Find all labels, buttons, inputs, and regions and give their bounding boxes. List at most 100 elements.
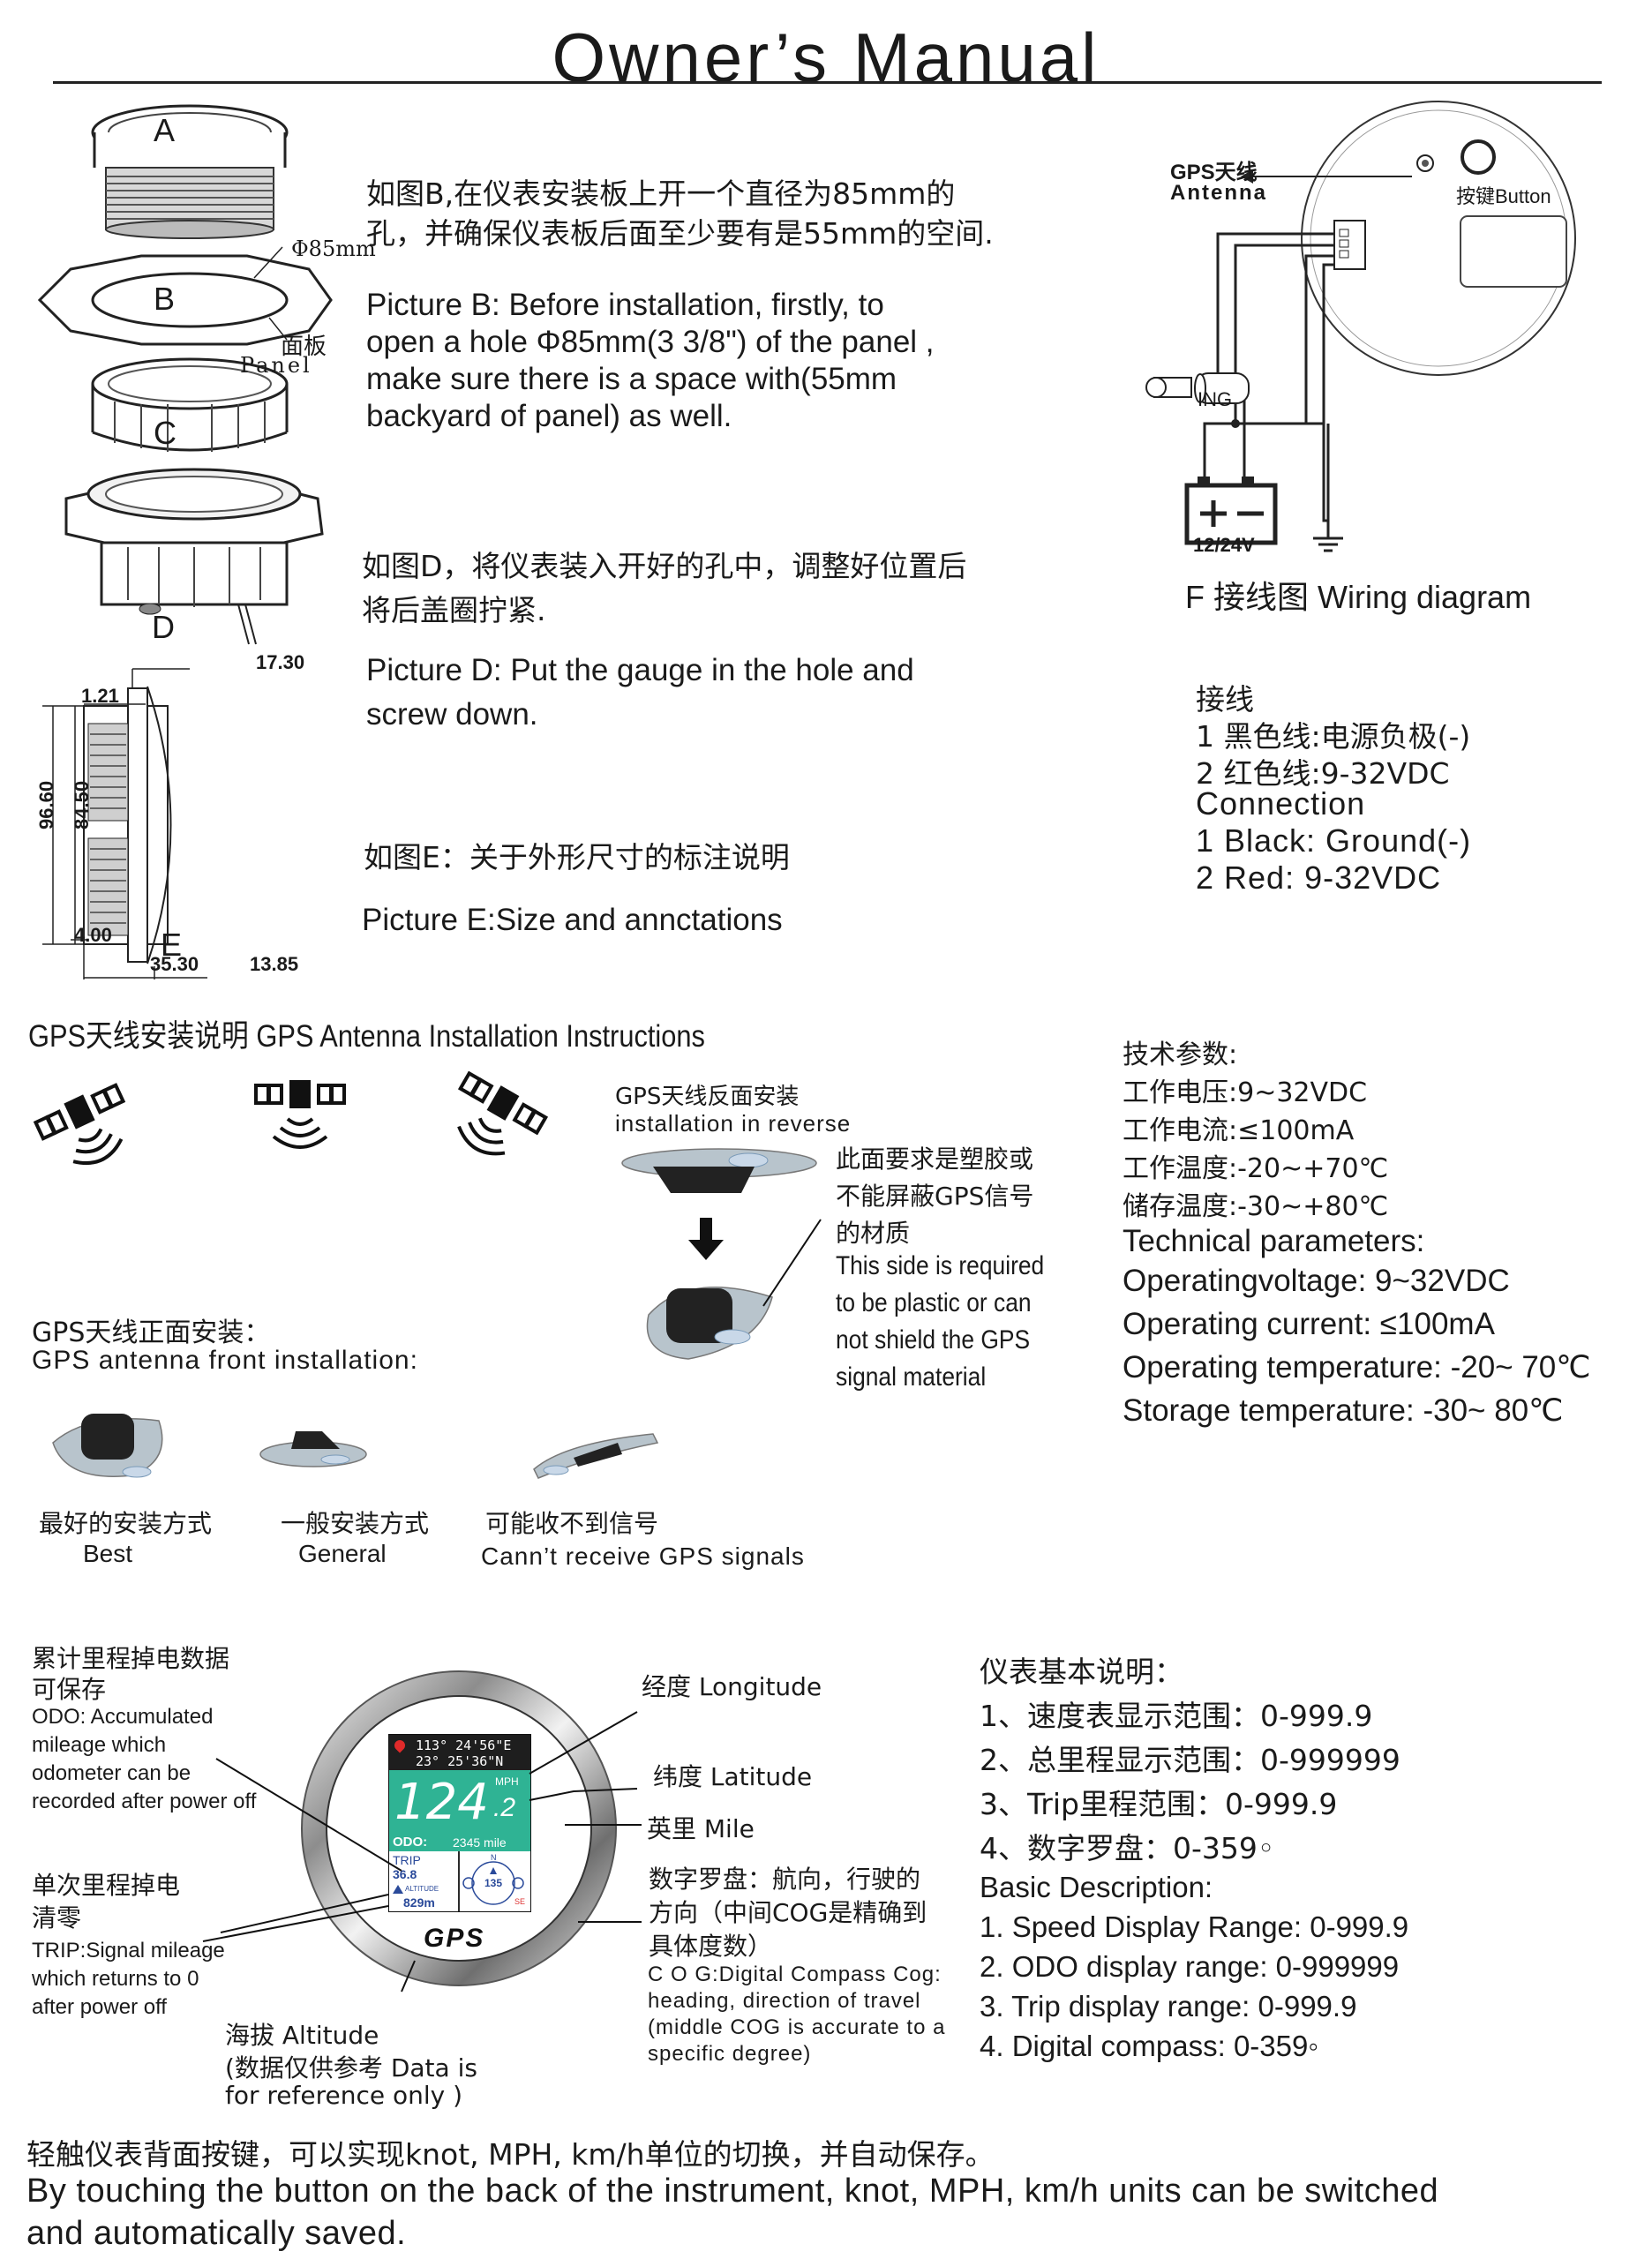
label-panel-en: Panel bbox=[240, 353, 312, 378]
compass-callout-en-1: C O G:Digital Compass Cog: bbox=[648, 1963, 942, 1986]
best-en: Best bbox=[83, 1540, 133, 1567]
picture-d-cn-1: 如图D，将仪表装入开好的孔中，调整好位置后 bbox=[362, 549, 967, 583]
connection-cn-1: 1 黑色线:电源负极(-) bbox=[1196, 719, 1471, 754]
note-cn-1: 此面要求是塑胶或 bbox=[836, 1145, 1034, 1174]
gauge-altitude-value: 829m bbox=[403, 1895, 435, 1910]
antenna-best bbox=[52, 1414, 163, 1478]
gauge-brand-logo: GPS bbox=[424, 1924, 485, 1953]
trip-callout-cn-2: 清零 bbox=[32, 1903, 82, 1933]
wiring-voltage: 12/24V bbox=[1193, 534, 1255, 556]
gauge-trip-value: 36.8 bbox=[393, 1867, 417, 1881]
picture-d-en-1: Picture D: Put the gauge in the hole and bbox=[366, 653, 914, 687]
wiring-diagram bbox=[1145, 101, 1576, 552]
odo-callout-en-2: mileage which bbox=[32, 1733, 167, 1757]
basic-cn-3: 3、Trip里程范围：0-999.9 bbox=[980, 1787, 1338, 1821]
tech-en-4: Storage temperature: -30~ 80℃ bbox=[1123, 1393, 1564, 1428]
mountain-icon bbox=[393, 1885, 403, 1894]
note-en-2: to be plastic or can bbox=[836, 1288, 1032, 1317]
basic-en-title: Basic Description: bbox=[980, 1871, 1213, 1903]
connection-en-1: 1 Black: Ground(-) bbox=[1196, 822, 1472, 859]
compass-icon bbox=[462, 1861, 524, 1905]
compass-callout-en-3: (middle COG is accurate to a bbox=[648, 2015, 946, 2039]
dim-4-00: 4.00 bbox=[74, 924, 112, 946]
basic-cn-title: 仪表基本说明： bbox=[980, 1655, 1183, 1689]
tech-cn-4: 储存温度:-30~+80℃ bbox=[1123, 1191, 1389, 1222]
front-install-cn: GPS天线正面安装： bbox=[32, 1317, 271, 1348]
tech-en-title: Technical parameters: bbox=[1123, 1224, 1425, 1258]
gauge-altitude-label: ALTITUDE bbox=[405, 1885, 439, 1893]
label-d: D bbox=[152, 609, 175, 645]
gauge-compass-se: SE bbox=[514, 1897, 526, 1906]
wiring-ing-label: ING bbox=[1198, 388, 1233, 410]
trip-callout-en-3: after power off bbox=[32, 1995, 167, 2019]
footer-en-1: By touching the button on the back of th… bbox=[26, 2173, 1439, 2210]
connection-en-2: 2 Red: 9-32VDC bbox=[1196, 859, 1442, 896]
gauge-compass-value: 135 bbox=[484, 1877, 503, 1889]
odo-panel: ODO: 2345 mile bbox=[389, 1834, 530, 1851]
footer-en-2: and automatically saved. bbox=[26, 2215, 407, 2252]
latitude-callout: 纬度 Latitude bbox=[653, 1762, 813, 1791]
connection-cn-title: 接线 bbox=[1196, 682, 1254, 717]
basic-cn-1: 1、速度表显示范围：0-999.9 bbox=[980, 1699, 1373, 1733]
altitude-callout-note-1: (数据仅供参考 Data is bbox=[225, 2053, 477, 2083]
dim-1-21: 1.21 bbox=[81, 685, 119, 707]
note-cn-3: 的材质 bbox=[836, 1219, 911, 1248]
title-rule bbox=[53, 81, 1602, 84]
wiring-caption: F 接线图 Wiring diagram bbox=[1185, 579, 1532, 615]
coords-panel: 113° 24'56"E 23° 25'36"N bbox=[389, 1735, 530, 1770]
tech-cn-1: 工作电压:9~32VDC bbox=[1123, 1077, 1368, 1108]
trip-callout-en-1: TRIP:Signal mileage bbox=[32, 1939, 225, 1963]
odo-callout-cn-2: 可保存 bbox=[32, 1675, 107, 1704]
tech-en-2: Operating current: ≤100mA bbox=[1123, 1307, 1495, 1341]
gauge-compass-n: N bbox=[491, 1853, 497, 1862]
gauge-speed-unit: MPH bbox=[495, 1775, 519, 1788]
label-e: E bbox=[161, 927, 183, 963]
compass-callout-cn-2: 方向（中间COG是精确到 bbox=[649, 1898, 927, 1927]
front-install-en: GPS antenna front installation: bbox=[32, 1346, 418, 1375]
dim-35-30: 35.30 bbox=[150, 953, 199, 975]
altitude-callout-cn: 海拔 Altitude bbox=[225, 2021, 379, 2050]
gauge-odo-label: ODO: bbox=[393, 1835, 428, 1850]
front-install-drawings bbox=[52, 1414, 659, 1479]
basic-en-1: 1. Speed Display Range: 0-999.9 bbox=[980, 1910, 1409, 1943]
part-b-panel bbox=[37, 246, 333, 346]
note-en-3: not shield the GPS bbox=[836, 1325, 1031, 1355]
trip-panel: TRIP 36.8 ALTITUDE 829m bbox=[389, 1851, 458, 1911]
wiring-gps-cn: GPS天线 bbox=[1170, 161, 1258, 184]
gauge-speed-decimal: .2 bbox=[493, 1793, 516, 1822]
connection-en-title: Connection bbox=[1196, 785, 1366, 822]
label-a: A bbox=[154, 112, 176, 148]
general-cn: 一般安装方式 bbox=[281, 1509, 430, 1538]
odo-callout-en-1: ODO: Accumulated bbox=[32, 1705, 214, 1729]
basic-en-4: 4. Digital compass: 0-359◦ bbox=[980, 2030, 1319, 2062]
picture-b-en-4: backyard of panel) as well. bbox=[366, 399, 732, 433]
gauge-trip-label: TRIP bbox=[393, 1853, 421, 1867]
picture-e-en: Picture E:Size and annctations bbox=[362, 903, 783, 937]
satellite-icon-left bbox=[33, 1083, 126, 1166]
note-en-1: This side is required bbox=[836, 1251, 1045, 1280]
picture-d-en-2: screw down. bbox=[366, 697, 538, 732]
compass-callout-en-4: specific degree) bbox=[648, 2042, 812, 2066]
tech-en-3: Operating temperature: -20~ 70℃ bbox=[1123, 1350, 1591, 1385]
basic-cn-4: 4、数字罗盘：0-359◦ bbox=[980, 1831, 1275, 1865]
picture-b-cn-2: 孔，并确保仪表板后面至少要有是55mm的空间. bbox=[366, 216, 994, 251]
odo-callout-en-3: odometer can be bbox=[32, 1761, 191, 1785]
picture-b-en-3: make sure there is a space with(55mm bbox=[366, 362, 897, 396]
basic-en-2: 2. ODO display range: 0-999999 bbox=[980, 1950, 1400, 1983]
satellite-icon-middle bbox=[254, 1080, 346, 1149]
no-signal-en: Cann’t receive GPS signals bbox=[481, 1542, 805, 1570]
label-panel-cn: 面板 bbox=[281, 334, 327, 360]
satellite-icon-right bbox=[457, 1070, 549, 1156]
note-en-4: signal material bbox=[836, 1362, 987, 1392]
gauge-latitude: 23° 25'36"N bbox=[416, 1753, 504, 1769]
compass-callout-cn-1: 数字罗盘：航向，行驶的 bbox=[649, 1865, 921, 1894]
best-cn: 最好的安装方式 bbox=[39, 1509, 213, 1538]
speed-panel: 124 .2 MPH bbox=[389, 1770, 530, 1834]
compass-callout-cn-3: 具体度数） bbox=[649, 1932, 773, 1961]
satellite-icons bbox=[33, 1070, 549, 1166]
basic-cn-2: 2、总里程显示范围：0-999999 bbox=[980, 1743, 1400, 1777]
part-e-dimensions bbox=[42, 668, 207, 979]
gauge-odo-value: 2345 mile bbox=[453, 1835, 507, 1850]
label-phi85: Φ85mm bbox=[291, 236, 376, 261]
